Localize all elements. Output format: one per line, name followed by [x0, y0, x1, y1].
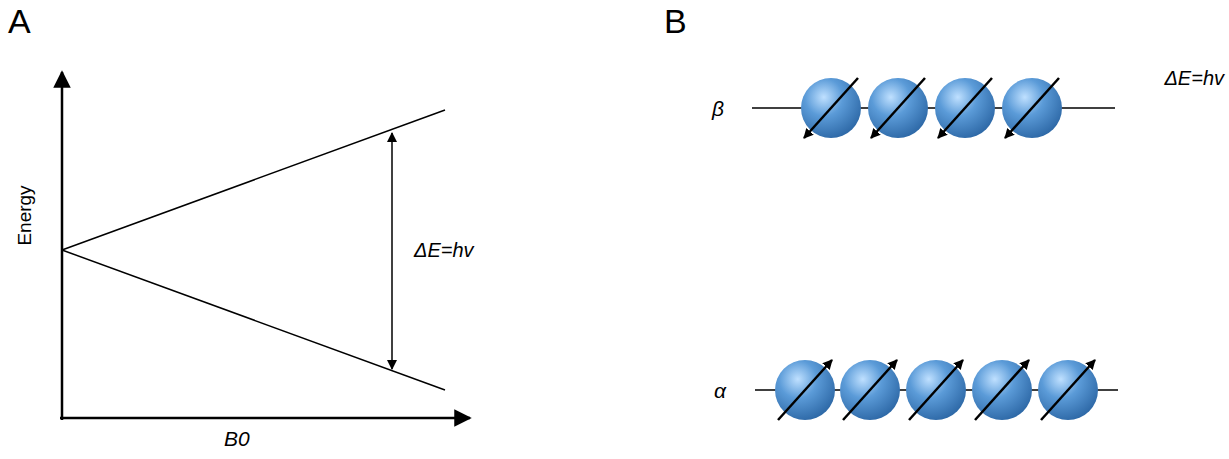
spin-arrow	[938, 78, 992, 138]
lower-energy-level	[62, 250, 445, 390]
energy-gap-label: ΔE=hv	[414, 240, 474, 260]
level-label: β	[712, 98, 724, 119]
spin-arrow	[1005, 78, 1059, 138]
axis-title: B0	[224, 428, 250, 449]
spin-sphere	[868, 78, 928, 138]
spin-arrow	[871, 78, 925, 138]
spin-arrow	[975, 360, 1029, 420]
spin-sphere	[906, 360, 966, 420]
energy-gap-arrow	[391, 133, 393, 369]
level-label: α	[714, 380, 726, 401]
spin-arrow	[1041, 360, 1095, 420]
spin-sphere	[1038, 360, 1098, 420]
spin-sphere	[801, 78, 861, 138]
panel-letter: B	[664, 4, 687, 38]
spin-arrow	[909, 360, 963, 420]
spin-sphere	[775, 360, 835, 420]
spin-sphere	[840, 360, 900, 420]
energy-gap-label: ΔE=hv	[1164, 68, 1224, 88]
spin-sphere	[972, 360, 1032, 420]
spin-sphere	[935, 78, 995, 138]
axis-title: Energy	[15, 185, 34, 245]
spin-arrow	[778, 360, 832, 420]
panel-letter: A	[8, 4, 31, 38]
spin-sphere	[1002, 78, 1062, 138]
upper-energy-level	[62, 110, 445, 250]
energy-axis	[61, 72, 64, 420]
spin-arrow	[843, 360, 897, 420]
spin-arrow	[804, 78, 858, 138]
field-axis	[60, 417, 470, 420]
